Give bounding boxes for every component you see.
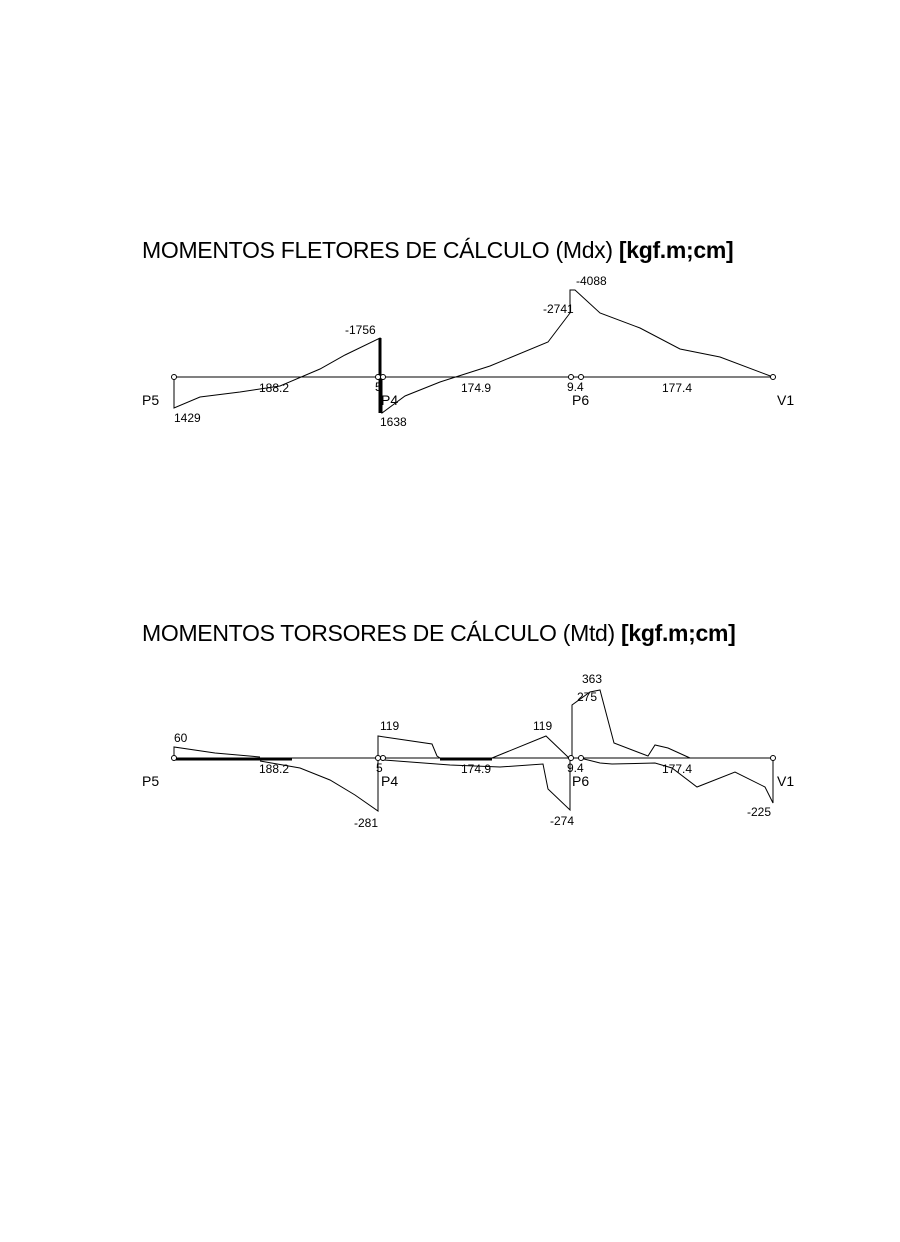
support-pin-v1	[770, 374, 776, 380]
span-length-3-2: 174.9	[461, 762, 491, 776]
span-length-1-2: 188.2	[259, 762, 289, 776]
torsion-curve-span-3-bottom	[579, 757, 774, 804]
value-p6-peak-2: 363	[582, 672, 602, 686]
span-length-1: 188.2	[259, 381, 289, 395]
span-length-5: 177.4	[662, 381, 692, 395]
diagram-2-title: MOMENTOS TORSORES DE CÁLCULO (Mtd) [kgf.…	[142, 620, 736, 647]
value-p4-top-2: 119	[380, 719, 399, 733]
support-pin-p6-right	[578, 374, 584, 380]
torsion-curve-span-2-mid	[491, 735, 570, 759]
span-length-4-2: 9.4	[567, 761, 584, 775]
torsion-curve-span-1-top	[173, 746, 261, 758]
torsion-moment-diagram: P5 P4 P6 V1 188.2 5 174.9 9.4 177.4 60 -…	[142, 672, 794, 830]
span-length-2: 5	[375, 380, 382, 394]
value-p4-bottom: 1638	[380, 415, 407, 429]
support-pin-v1-2	[770, 755, 776, 761]
node-label-p4-2: P4	[381, 773, 398, 789]
node-label-p6-2: P6	[572, 773, 589, 789]
support-pin-p6-left-2	[568, 755, 574, 761]
span-length-5-2: 177.4	[662, 762, 692, 776]
node-label-p5-2: P5	[142, 773, 159, 789]
torsion-curve-span-2-top	[377, 735, 441, 759]
span-length-2-2: 5	[376, 761, 383, 775]
support-pin-p4-right-2	[380, 755, 386, 761]
value-p6-left: -2741	[543, 302, 574, 316]
moment-curve-span-1	[173, 337, 381, 409]
diagram-2-title-text: MOMENTOS TORSORES DE CÁLCULO (Mtd)	[142, 620, 615, 646]
moment-curve-span-2	[381, 289, 774, 414]
torsion-curve-span-2-bottom	[383, 758, 571, 812]
value-v1-bottom-2: -225	[747, 805, 771, 819]
bending-moment-diagram: P5 P4 P6 V1 188.2 5 174.9 9.4 177.4 1429…	[142, 274, 794, 429]
node-label-p4: P4	[381, 392, 398, 408]
diagram-1-title: MOMENTOS FLETORES DE CÁLCULO (Mdx) [kgf.…	[142, 237, 734, 264]
value-p5-top-2: 60	[174, 731, 188, 745]
support-pin-p4-left	[375, 374, 381, 380]
value-p6-peak: -4088	[576, 274, 607, 288]
diagram-1-title-text: MOMENTOS FLETORES DE CÁLCULO (Mdx)	[142, 237, 613, 263]
node-label-v1-2: V1	[777, 773, 794, 789]
value-mid-top-2: 119	[533, 719, 552, 733]
diagram-2-unit: [kgf.m;cm]	[620, 620, 736, 646]
support-pin-p6-left	[568, 374, 574, 380]
value-p4-bottom-2: -281	[354, 816, 378, 830]
span-length-3: 174.9	[461, 381, 491, 395]
support-pin-p5-2	[171, 755, 177, 761]
node-label-p5: P5	[142, 392, 159, 408]
support-pin-p4-left-2	[375, 755, 381, 761]
span-length-4: 9.4	[567, 380, 584, 394]
support-pin-p5	[171, 374, 177, 380]
node-label-v1: V1	[777, 392, 794, 408]
torsion-curve-span-1-bottom	[259, 758, 379, 812]
support-pin-p6-right-2	[578, 755, 584, 761]
node-label-p6: P6	[572, 392, 589, 408]
value-p4-top: -1756	[345, 323, 376, 337]
value-p6-bottom-2: -274	[550, 814, 574, 828]
torsion-curve-span-3-top	[571, 689, 691, 759]
diagram-1-unit: [kgf.m;cm]	[618, 237, 734, 263]
value-p5-bottom: 1429	[174, 411, 201, 425]
value-p6-top-2: 275	[577, 690, 597, 704]
support-pin-p4-right	[380, 374, 386, 380]
